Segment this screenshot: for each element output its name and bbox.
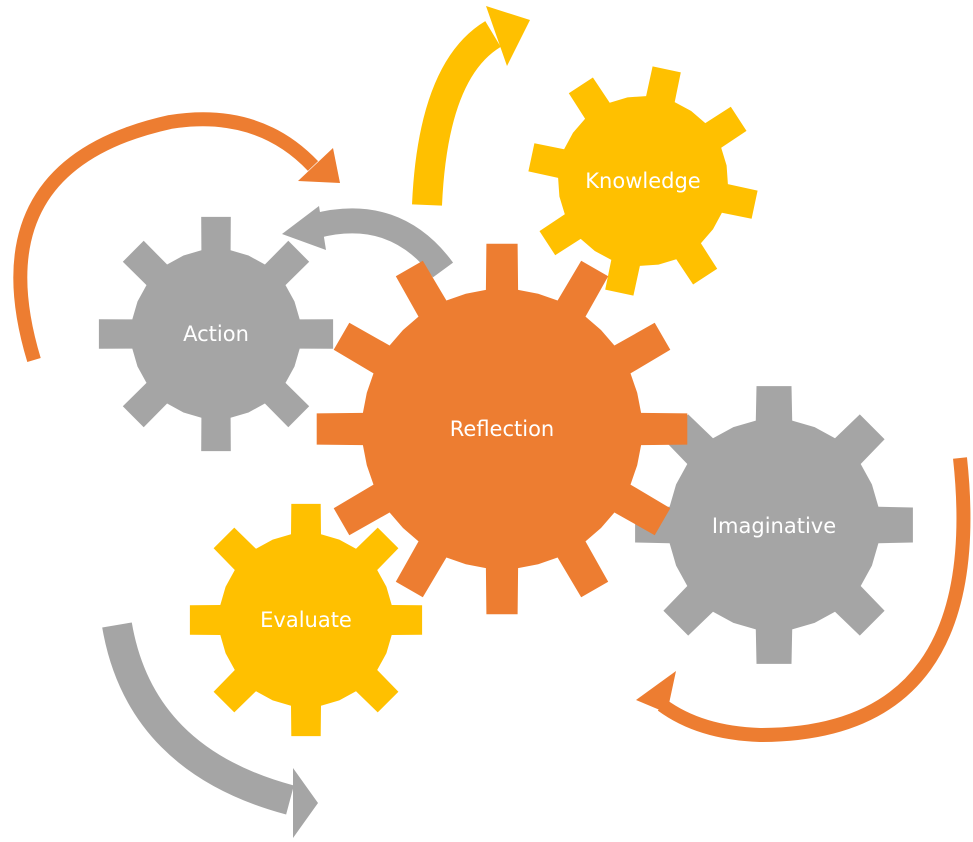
arrow-up-to-knowledge <box>412 6 530 206</box>
arrow-right-cycle-body <box>657 457 971 743</box>
arrow-bottom-left <box>102 622 318 838</box>
arrow-bottom-left-head <box>293 768 318 838</box>
arrow-left-cycle-head <box>298 148 340 183</box>
arrow-right-cycle-head <box>636 671 676 713</box>
reflection-label: Reflection <box>450 417 555 441</box>
knowledge-label: Knowledge <box>585 169 700 193</box>
arrow-reflection-to-action-head <box>282 206 326 250</box>
gear-evaluate: Evaluate <box>189 503 423 737</box>
arrows <box>13 6 971 838</box>
gear-imaginative: Imaginative <box>635 386 913 664</box>
action-label: Action <box>183 322 249 346</box>
gear-knowledge: Knowledge <box>528 66 758 296</box>
evaluate-label: Evaluate <box>260 608 352 632</box>
arrow-left-cycle <box>13 112 340 363</box>
arrow-up-to-knowledge-body <box>412 21 502 206</box>
arrow-reflection-to-action-body <box>311 208 454 278</box>
arrow-left-cycle-body <box>13 112 319 363</box>
arrow-up-to-knowledge-head <box>486 6 530 66</box>
gear-reflection: Reflection <box>316 243 688 615</box>
gear-action: Action <box>98 216 334 452</box>
arrow-reflection-to-action <box>282 206 454 278</box>
evaluate-gear-icon <box>189 503 423 737</box>
arrow-bottom-left-body <box>102 622 294 815</box>
knowledge-gear-icon <box>528 66 758 296</box>
arrow-right-cycle <box>636 457 971 743</box>
imaginative-label: Imaginative <box>712 514 836 538</box>
imaginative-gear-icon <box>635 386 913 664</box>
action-gear-icon <box>98 216 334 452</box>
reflection-gear-icon <box>316 243 688 615</box>
